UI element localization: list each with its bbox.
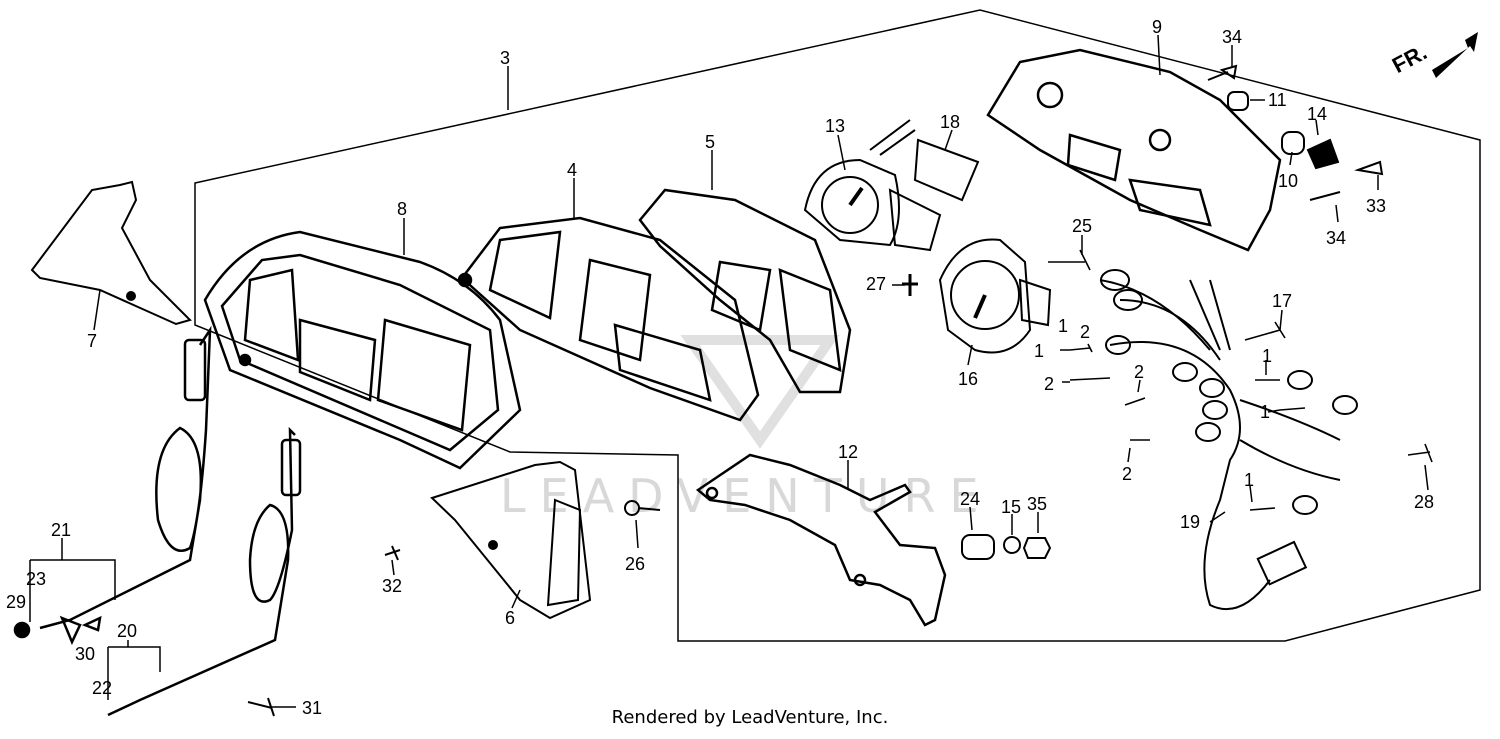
callout-25: 25 bbox=[1072, 216, 1092, 236]
callout-31: 31 bbox=[302, 698, 322, 718]
part-5-frame bbox=[638, 188, 852, 394]
callout-24: 24 bbox=[960, 489, 980, 509]
callout-34-bottom: 34 bbox=[1326, 228, 1346, 248]
callout-34-top: 34 bbox=[1222, 27, 1242, 47]
callout-13: 13 bbox=[825, 116, 845, 136]
callout-7: 7 bbox=[87, 331, 97, 351]
callout-1e: 1 bbox=[1244, 470, 1254, 490]
watermark-text: LEADVENTURE bbox=[500, 469, 993, 523]
callout-10: 10 bbox=[1278, 171, 1298, 191]
callout-17: 17 bbox=[1272, 291, 1292, 311]
part-13-gauge bbox=[803, 119, 942, 252]
part-8-meter-case bbox=[203, 230, 522, 470]
callout-16: 16 bbox=[958, 369, 978, 389]
callout-19: 19 bbox=[1180, 512, 1200, 532]
callout-28: 28 bbox=[1414, 492, 1434, 512]
callout-1d: 1 bbox=[1260, 402, 1270, 422]
callout-1b: 1 bbox=[1034, 341, 1044, 361]
callout-8: 8 bbox=[397, 199, 407, 219]
callout-3: 3 bbox=[500, 48, 510, 68]
front-arrow-icon bbox=[1432, 32, 1478, 78]
callout-9: 9 bbox=[1152, 17, 1162, 37]
callout-15: 15 bbox=[1001, 497, 1021, 517]
hardware-top-right bbox=[1207, 64, 1384, 201]
callout-12: 12 bbox=[838, 442, 858, 462]
part-9-rear-housing bbox=[986, 48, 1282, 252]
callout-23: 23 bbox=[26, 569, 46, 589]
callout-labels: 3 4 5 8 13 18 9 34 11 14 10 33 34 25 27 … bbox=[6, 17, 1434, 718]
watermark-logo bbox=[680, 335, 840, 449]
callout-30: 30 bbox=[75, 644, 95, 664]
callout-2b: 2 bbox=[1044, 374, 1054, 394]
part-12-bracket bbox=[695, 453, 947, 627]
callout-14: 14 bbox=[1307, 104, 1327, 124]
small-hardware-bottom bbox=[247, 500, 1052, 717]
leader-lines bbox=[29, 34, 1429, 708]
callout-1c: 1 bbox=[1262, 346, 1272, 366]
callout-26: 26 bbox=[625, 554, 645, 574]
part-18-indicator-plate bbox=[913, 138, 980, 202]
callout-20: 20 bbox=[117, 621, 137, 641]
callout-32: 32 bbox=[382, 576, 402, 596]
part-7-side-cover bbox=[30, 180, 192, 326]
callout-29: 29 bbox=[6, 592, 26, 612]
footer-credit: Rendered by LeadVenture, Inc. bbox=[611, 707, 889, 728]
callout-1a: 1 bbox=[1058, 316, 1068, 336]
callout-5: 5 bbox=[705, 132, 715, 152]
callout-4: 4 bbox=[567, 160, 577, 180]
callout-2a: 2 bbox=[1080, 322, 1090, 342]
part-16-gauge bbox=[938, 238, 1052, 354]
callout-35: 35 bbox=[1027, 494, 1047, 514]
assembly-outline bbox=[194, 9, 1481, 642]
part-19-wire-harness bbox=[1099, 269, 1358, 610]
callout-27: 27 bbox=[866, 274, 886, 294]
callout-21: 21 bbox=[51, 520, 71, 540]
part-6-side-cover bbox=[430, 460, 592, 620]
callout-18: 18 bbox=[940, 112, 960, 132]
callout-6: 6 bbox=[505, 608, 515, 628]
callout-11: 11 bbox=[1268, 90, 1287, 110]
callout-22: 22 bbox=[92, 678, 112, 698]
part-4-lens bbox=[457, 216, 760, 422]
callout-33: 33 bbox=[1366, 196, 1386, 216]
callout-2c: 2 bbox=[1134, 362, 1144, 382]
callout-2d: 2 bbox=[1122, 464, 1132, 484]
speedometer-cables bbox=[13, 325, 302, 717]
